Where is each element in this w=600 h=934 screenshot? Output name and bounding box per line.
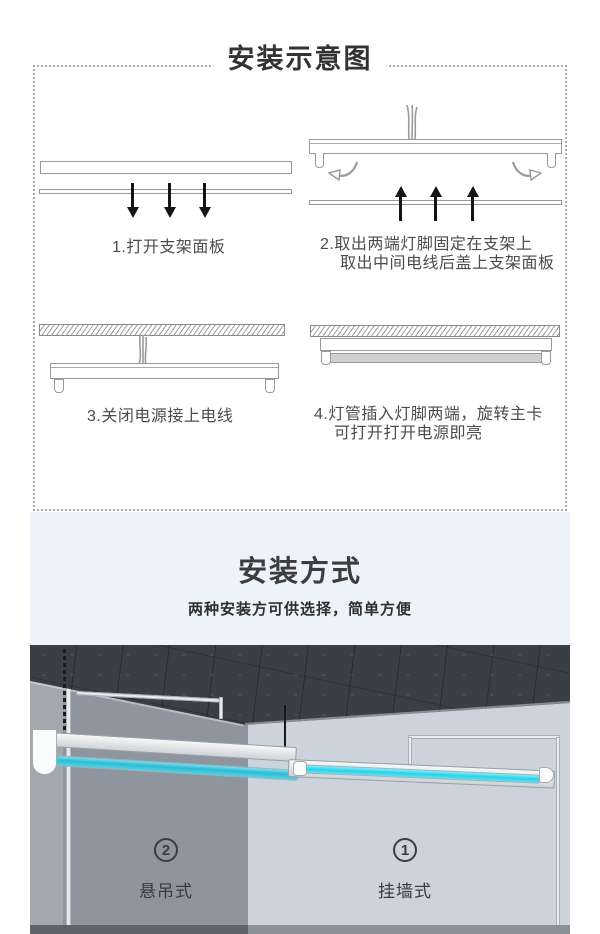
step3-ceiling-bar — [39, 324, 285, 336]
wire-conduit-right-top — [408, 735, 560, 739]
step1-bracket-body — [40, 161, 292, 174]
step4-caption-line2: 可打开打开电源即亮 — [334, 425, 483, 442]
arrow-stem — [168, 183, 171, 207]
label-circle-2: 2 — [154, 838, 178, 862]
up-arrow-icon — [466, 186, 479, 221]
step4-caption-line1: 4.灯管插入灯脚两端，旋转主卡 — [314, 406, 543, 423]
down-arrow-icon — [163, 183, 176, 218]
room-render: 2 悬吊式 1 挂墙式 — [30, 645, 570, 934]
step2-bracket-body — [309, 139, 562, 154]
installation-diagram-box: 安装示意图 1.打开支架面板 2.取出两端灯脚固定在支架上 — [33, 43, 567, 511]
step4-caption: 4.灯管插入灯脚两端，旋转主卡 可打开打开电源即亮 — [314, 405, 543, 443]
wires-icon — [138, 335, 148, 365]
arrow-head — [198, 207, 211, 218]
wire-conduit-right-drop — [408, 737, 412, 765]
step2-caption: 2.取出两端灯脚固定在支架上 取出中间电线后盖上支架面板 — [320, 235, 555, 273]
arrow-stem — [131, 183, 134, 207]
arrow-head — [163, 207, 176, 218]
installation-method-title: 安装方式 — [237, 556, 362, 588]
left-wall-corner-strip — [30, 645, 63, 934]
step3-foot-right — [265, 379, 275, 393]
arrow-head — [466, 186, 479, 197]
up-arrow-icon — [394, 186, 407, 221]
wire-conduit-left-drop — [219, 697, 223, 719]
arrow-head — [126, 207, 139, 218]
arrow-stem — [399, 197, 402, 221]
wall-pipe — [66, 645, 71, 934]
step3-fixture-body — [50, 363, 279, 379]
wires-icon — [406, 105, 418, 140]
step4-foot-right — [541, 351, 551, 365]
step1-caption: 1.打开支架面板 — [112, 239, 226, 256]
step1-cover-panel — [39, 189, 292, 194]
step3-caption: 3.关闭电源接上电线 — [87, 408, 234, 425]
fixture-edge-line — [51, 367, 278, 368]
step4-foot-left — [321, 351, 331, 365]
installation-method-section: 安装方式 两种安装方可供选择，简单方便 — [30, 512, 570, 934]
rotate-arrow-icon — [511, 161, 543, 182]
arrow-head — [394, 186, 407, 197]
step3-foot-left — [54, 379, 64, 393]
step2-lamp-peg-left — [315, 153, 324, 168]
rotate-arrow-icon — [327, 161, 359, 182]
floor-strip-right — [248, 925, 570, 934]
step2-caption-line1: 2.取出两端灯脚固定在支架上 — [320, 236, 533, 253]
suspension-rod — [284, 705, 286, 755]
step2-lamp-peg-right — [547, 153, 556, 168]
step4-lamp-tube — [329, 353, 542, 363]
wire-conduit-right-side — [556, 737, 560, 934]
arrow-stem — [471, 197, 474, 221]
down-arrow-icon — [198, 183, 211, 218]
label-name-wall-mounted: 挂墙式 — [378, 882, 432, 901]
suspended-lamp-right-cap — [293, 761, 307, 776]
label-name-suspended: 悬吊式 — [139, 882, 193, 901]
step4-fixture-body — [320, 338, 552, 351]
suspension-chain — [63, 649, 66, 735]
arrow-stem — [203, 183, 206, 207]
step2-caption-line2: 取出中间电线后盖上支架面板 — [340, 255, 555, 272]
step4-ceiling-bar — [310, 325, 560, 337]
arrow-stem — [434, 197, 437, 221]
arrow-head — [429, 186, 442, 197]
suspended-lamp-endcap — [32, 729, 57, 775]
label-circle-1: 1 — [393, 838, 417, 862]
wall-lamp-right-cap — [539, 767, 554, 783]
installation-method-subtitle: 两种安装方可供选择，简单方便 — [187, 601, 412, 618]
down-arrow-icon — [126, 183, 139, 218]
bracket-edge-line — [310, 143, 561, 144]
installation-diagram-title: 安装示意图 — [213, 43, 387, 75]
floor-strip-left — [30, 925, 248, 934]
up-arrow-icon — [429, 186, 442, 221]
